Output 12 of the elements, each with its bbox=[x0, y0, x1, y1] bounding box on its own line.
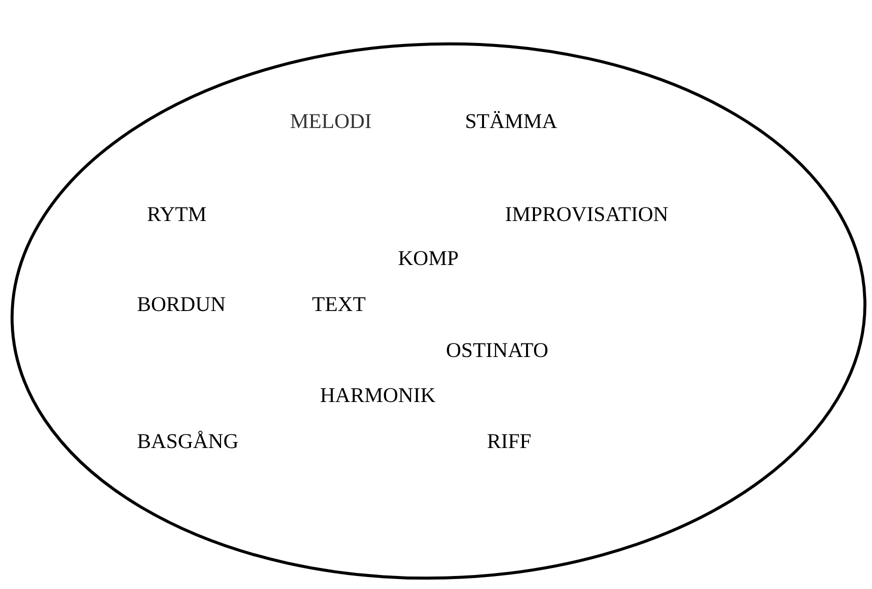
ellipse-shape bbox=[10, 42, 867, 580]
word-label: STÄMMA bbox=[465, 109, 558, 133]
word-label: IMPROVISATION bbox=[505, 202, 668, 226]
word-label: OSTINATO bbox=[446, 338, 548, 362]
word-label: TEXT bbox=[312, 292, 366, 316]
word-label: BASGÅNG bbox=[137, 429, 239, 453]
word-label: BORDUN bbox=[137, 292, 226, 316]
word-label: HARMONIK bbox=[320, 383, 436, 407]
word-label: MELODI bbox=[290, 109, 372, 133]
word-label: KOMP bbox=[398, 246, 459, 270]
word-label: RIFF bbox=[487, 429, 532, 453]
word-label: RYTM bbox=[147, 202, 207, 226]
